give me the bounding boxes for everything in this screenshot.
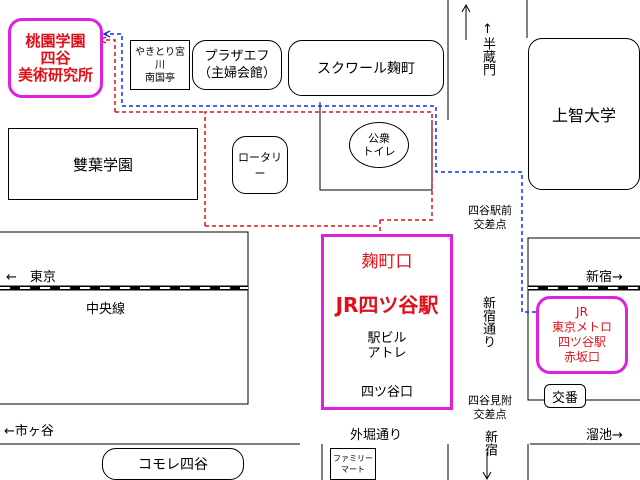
sophia-university-box: 上智大学 [528,38,640,190]
comorebi-box: コモレ四谷 [102,448,244,480]
police-box-label: 交番 [551,390,578,406]
plaza-f-line1: プラザエフ [204,49,270,64]
jr-yotsuya-station-label: JR四ツ谷駅 [335,293,439,317]
ichigaya-direction-label: ←市ヶ谷 [4,424,54,439]
yakitori-shop-box: やきとり宮川 南国亭 [130,40,190,90]
plaza-f-line2: （主婦会館） [197,66,276,81]
metro-exit-line1: JR [576,305,588,319]
public-toilet-box: 公衆 トイレ [349,122,409,168]
destination-name-line3: 美術研究所 [17,65,93,84]
comorebi-label: コモレ四谷 [138,457,208,473]
hanzomon-label: ↑半蔵門 [480,22,495,76]
family-mart-box: ファミリーマート [330,448,376,480]
chuo-line-label: 中央線 [86,302,126,317]
family-mart-label: ファミリーマート [333,454,373,474]
futaba-gakuen-label: 雙葉学園 [72,155,133,174]
plaza-f-box: プラザエフ （主婦会館） [192,40,282,90]
rotary-block-outline [319,102,433,191]
jr-yotsuya-station-box: 麹町口 JR四ツ谷駅 駅ビル アトレ 四ツ谷口 [321,234,453,410]
koujimachi-exit-label: 麹町口 [361,252,413,272]
yakitori-shop-line2: 南国亭 [145,72,175,84]
yotsuya-mitsuke-intersection-label: 四谷見附 交差点 [468,394,512,421]
sophia-university-label: 上智大学 [551,106,616,125]
arrow-down-icon [482,471,492,480]
square-koujimachi-label: スクワール麹町 [317,61,415,77]
momozono-gakuen-box: 桃園学園 四谷 美術研究所 [8,18,103,98]
block-outline [0,231,249,405]
blue-route [104,33,536,313]
metro-akasaka-exit-box: JR 東京メトロ 四ツ谷駅 赤坂口 [536,296,628,374]
red-route [102,39,116,112]
atre-line2: アトレ [367,346,407,361]
yakitori-shop-line1: やきとり宮川 [135,46,185,71]
rotary-box: ロータリー [232,136,288,194]
police-box: 交番 [544,384,586,408]
tameike-direction-label: 溜池→ [586,428,623,443]
destination-name-line1: 桃園学園 [25,31,86,50]
sotobori-dori-label: 外堀通り [350,428,403,443]
metro-exit-line4: 赤坂口 [563,350,600,364]
public-toilet-line1: 公衆 [368,132,390,145]
blue-arrow-icon [102,30,111,38]
metro-exit-line2: 東京メトロ [551,320,612,334]
destination-name-line2: 四谷 [40,48,71,67]
shinjuku-dori-label: 新宿通り [480,296,495,348]
atre-line1: 駅ビル [367,331,407,346]
public-toilet-line2: トイレ [362,145,396,158]
rotary-label: ロータリー [238,151,282,180]
arrow-up-icon [461,3,471,13]
futaba-gakuen-box: 雙葉学園 [8,128,198,200]
metro-exit-line3: 四ツ谷駅 [557,335,606,349]
shinjuku-south-label: 新宿 [482,430,497,456]
yotsuya-front-intersection-label: 四谷駅前 交差点 [468,204,512,231]
tokyo-direction-label: ← 東京 [6,270,56,285]
square-koujimachi-box: スクワール麹町 [288,40,444,96]
shinjuku-direction-label: 新宿→ [586,270,623,285]
yotsuya-exit-label: 四ツ谷口 [360,385,413,400]
